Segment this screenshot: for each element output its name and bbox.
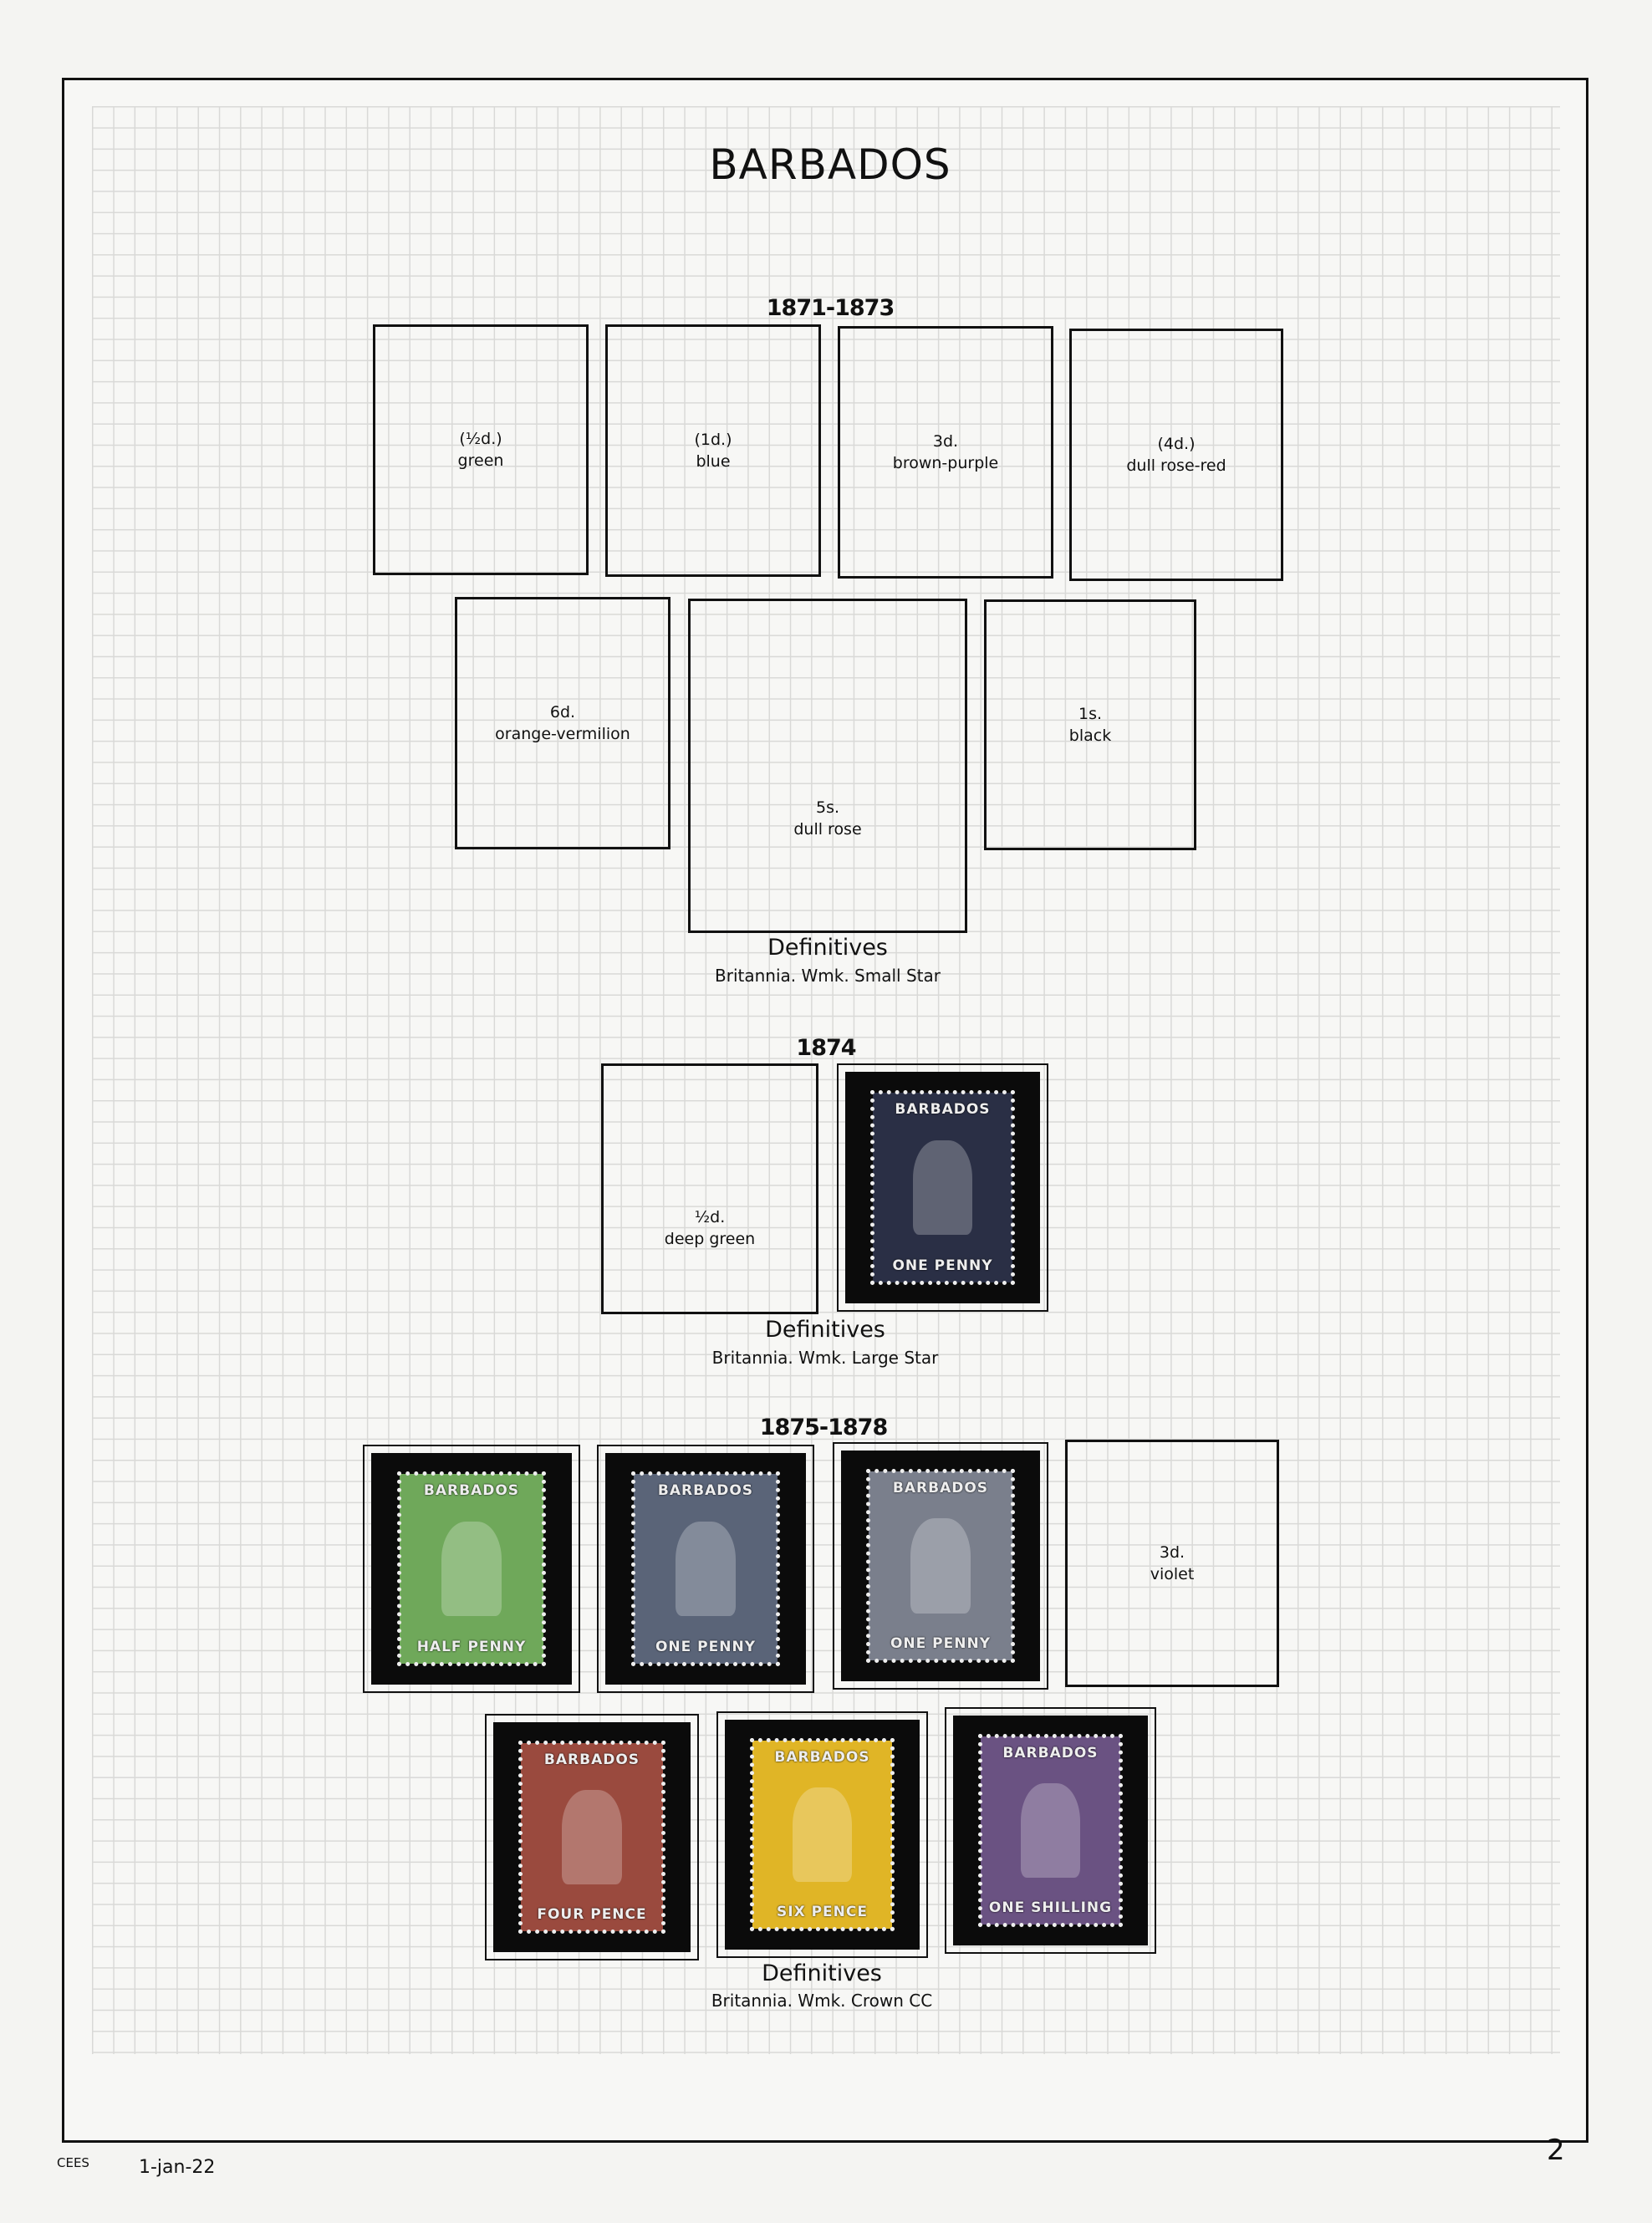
stamp-mount: BARBADOS SIX PENCE: [716, 1711, 928, 1958]
stamp: BARBADOS ONE SHILLING: [977, 1733, 1124, 1928]
section-year: 1874: [796, 1035, 856, 1061]
stamp-space: ½d. deep green: [601, 1063, 818, 1314]
britannia-figure: [675, 1521, 737, 1617]
stamp-value: SIX PENCE: [777, 1904, 868, 1921]
stamp-country: BARBADOS: [543, 1751, 640, 1768]
stamp-country: BARBADOS: [1002, 1744, 1099, 1762]
stamp-space: 3d. violet: [1065, 1440, 1279, 1687]
footer-date: 1-jan-22: [139, 2157, 216, 2178]
stamp-space: (1d.) blue: [605, 324, 821, 577]
stamp-mount: BARBADOS ONE PENNY: [833, 1442, 1048, 1690]
stamp-country: BARBADOS: [895, 1100, 991, 1118]
stamp-value: FOUR PENCE: [537, 1906, 647, 1924]
section-year: 1871-1873: [766, 295, 895, 321]
space-value: 1s.: [1078, 705, 1103, 723]
britannia-figure: [441, 1521, 502, 1617]
stamp-value: ONE PENNY: [655, 1639, 757, 1656]
britannia-figure: [793, 1787, 852, 1882]
stamp-space: 1s. black: [984, 599, 1196, 850]
stamp-mount: BARBADOS ONE PENNY: [837, 1063, 1048, 1312]
britannia-figure: [910, 1518, 971, 1614]
space-color: dull rose-red: [1126, 456, 1226, 475]
space-value: 3d.: [1159, 1543, 1185, 1562]
stamp: BARBADOS SIX PENCE: [749, 1737, 895, 1932]
stamp-space: 5s. dull rose: [688, 599, 967, 933]
space-color: green: [457, 451, 504, 470]
space-value: ½d.: [694, 1208, 726, 1227]
space-color: brown-purple: [892, 454, 999, 472]
stamp-value: HALF PENNY: [416, 1639, 527, 1656]
space-color: orange-vermilion: [495, 725, 630, 743]
stamp-mount: BARBADOS HALF PENNY: [363, 1445, 580, 1693]
section-heading: Definitives: [767, 935, 888, 961]
stamp-value: ONE PENNY: [890, 1635, 992, 1653]
space-color: violet: [1150, 1565, 1195, 1583]
space-value: 6d.: [549, 703, 576, 721]
section-heading: Definitives: [765, 1317, 885, 1343]
stamp: BARBADOS ONE PENNY: [866, 1468, 1015, 1664]
space-color: deep green: [664, 1230, 756, 1249]
section-subheading: Britannia. Wmk. Large Star: [711, 1348, 939, 1368]
stamp-space: 6d. orange-vermilion: [455, 597, 670, 849]
page-title: BARBADOS: [709, 140, 951, 189]
section-subheading: Britannia. Wmk. Crown CC: [711, 1991, 933, 2011]
space-color: black: [1068, 727, 1112, 745]
stamp: BARBADOS ONE PENNY: [869, 1089, 1016, 1286]
stamp: BARBADOS ONE PENNY: [630, 1471, 781, 1667]
britannia-figure: [1021, 1782, 1080, 1878]
stamp-value: ONE SHILLING: [988, 1899, 1113, 1917]
stamp-country: BARBADOS: [774, 1748, 870, 1766]
page-number: 2: [1547, 2134, 1565, 2167]
britannia-figure: [913, 1140, 972, 1236]
space-color: dull rose: [793, 820, 862, 839]
britannia-figure: [562, 1789, 622, 1884]
section-heading: Definitives: [762, 1960, 882, 1986]
space-value: (½d.): [459, 430, 502, 448]
stamp-country: BARBADOS: [892, 1479, 989, 1496]
stamp-space: 3d. brown-purple: [838, 326, 1053, 579]
space-value: (4d.): [1157, 435, 1196, 453]
stamp-mount: BARBADOS FOUR PENCE: [485, 1714, 699, 1960]
space-color: blue: [696, 452, 731, 471]
stamp-space: (4d.) dull rose-red: [1069, 329, 1283, 581]
footer-author: CEES: [57, 2155, 89, 2170]
stamp-country: BARBADOS: [423, 1481, 520, 1499]
section-year: 1875-1878: [759, 1415, 888, 1440]
space-value: 3d.: [932, 432, 959, 451]
space-value: 5s.: [815, 798, 840, 818]
section-subheading: Britannia. Wmk. Small Star: [715, 966, 941, 986]
stamp-country: BARBADOS: [657, 1481, 754, 1499]
space-value: (1d.): [694, 431, 732, 449]
stamp-space: (½d.) green: [373, 324, 589, 575]
stamp-mount: BARBADOS ONE SHILLING: [945, 1707, 1156, 1954]
stamp: BARBADOS HALF PENNY: [396, 1471, 547, 1667]
stamp-value: ONE PENNY: [892, 1257, 993, 1275]
stamp-mount: BARBADOS ONE PENNY: [597, 1445, 814, 1693]
stamp: BARBADOS FOUR PENCE: [518, 1740, 665, 1935]
